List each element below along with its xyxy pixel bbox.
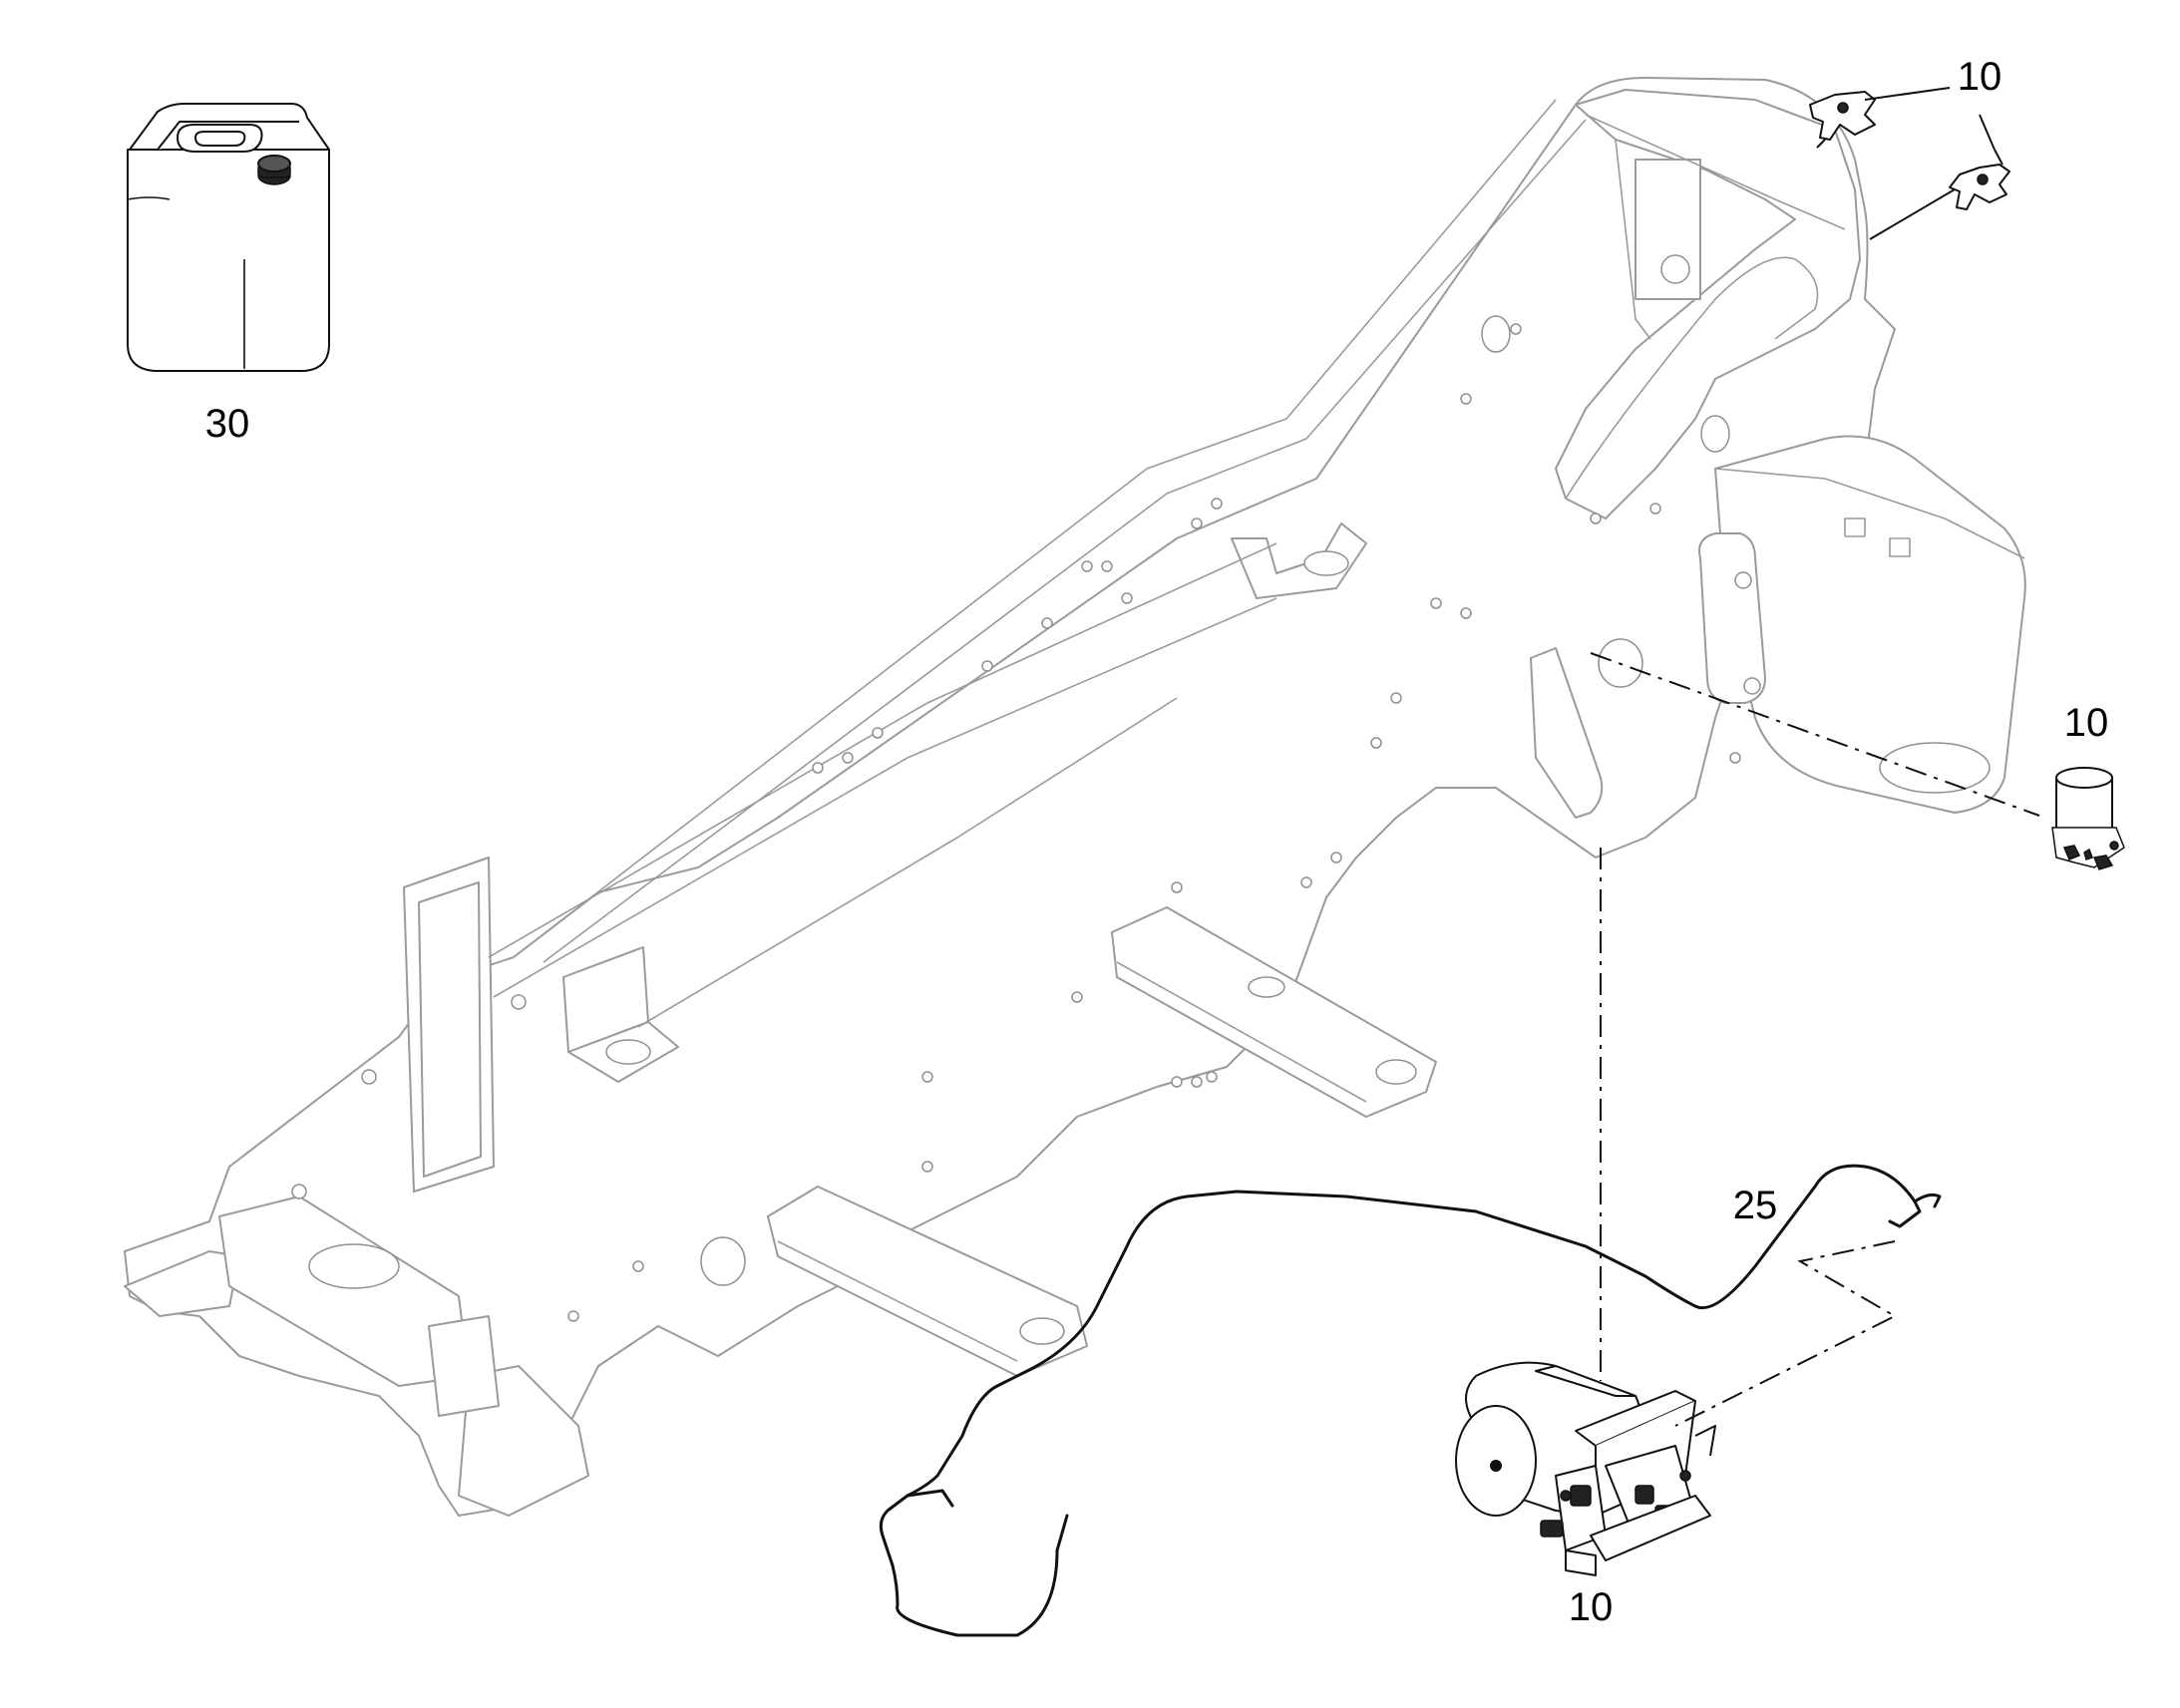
pump-icon (2051, 767, 2125, 870)
switch-bracket-icon-2 (1949, 149, 2010, 210)
callout-10-top: 10 (1958, 55, 2002, 99)
reservoir-pump-assembly-icon (1455, 1361, 1716, 1576)
callout-30: 30 (205, 402, 250, 446)
callout-10-bottom: 10 (1569, 1585, 1614, 1629)
leader-line-switch-3 (1869, 188, 1956, 240)
leader-line-switch-1 (1864, 87, 1951, 101)
assembly-line-pump-right (1590, 652, 2040, 817)
chassis-frame (124, 77, 2026, 1517)
frame-holes (291, 323, 1741, 1322)
callout-25: 25 (1733, 1184, 1778, 1227)
callout-10-right: 10 (2064, 701, 2109, 745)
canister-icon (127, 103, 330, 372)
leader-line-switch-2 (1979, 114, 1996, 151)
hose-25 (879, 1164, 1942, 1637)
switch-bracket-icon (1809, 91, 1876, 149)
assembly-line-hose (1674, 1240, 1898, 1427)
